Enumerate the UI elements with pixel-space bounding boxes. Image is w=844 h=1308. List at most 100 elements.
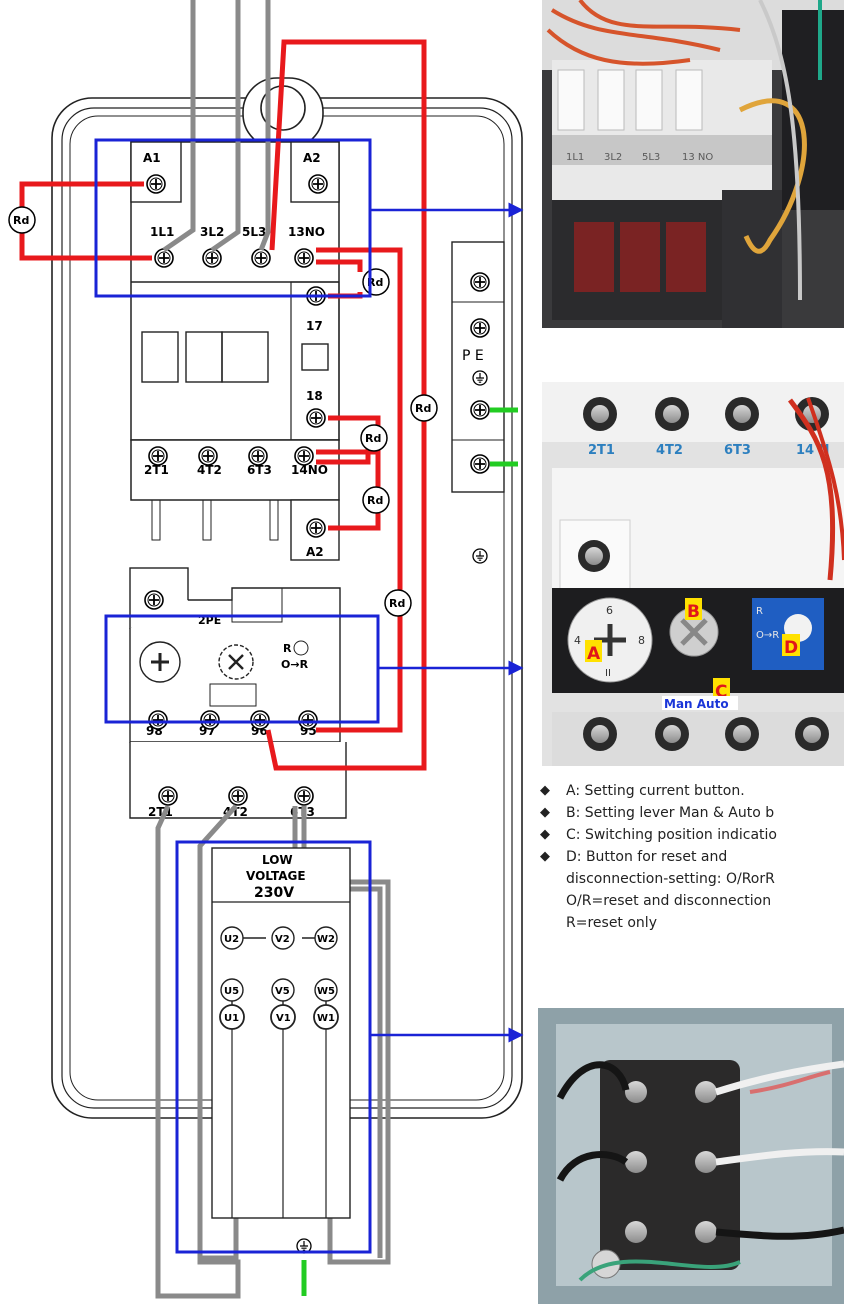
- photo-marker-a: A: [585, 640, 602, 664]
- note-d-text: D: Button for reset and: [566, 849, 728, 865]
- rd-resistor-icon: Rd: [362, 486, 390, 514]
- note-b: ◆B: Setting lever Man & Auto b: [540, 802, 844, 824]
- motor-terminal-w1: W1: [313, 1004, 339, 1030]
- diamond-bullet-icon: ◆: [540, 783, 550, 798]
- svg-text:B: B: [687, 602, 700, 622]
- terminal-label-a1: A1: [143, 151, 161, 165]
- terminal-label-17: 17: [306, 319, 323, 333]
- motor-terminal-v1: V1: [270, 1004, 296, 1030]
- svg-text:D: D: [784, 638, 798, 658]
- contactor: A1 A2 1L1 3L2 5L3 13NO 17 18 2T1 4T2 6T3…: [130, 141, 340, 561]
- svg-text:U1: U1: [224, 1013, 239, 1024]
- note-a: ◆ A: Setting current button.: [540, 780, 844, 802]
- photo-label-4t2: 4T2: [656, 443, 683, 458]
- motor-line3: 230V: [254, 885, 294, 901]
- motor-line2: VOLTAGE: [246, 869, 306, 883]
- photo-marker-b: B: [685, 598, 702, 622]
- rd-resistor-icon: Rd: [410, 394, 438, 422]
- photo-label-2t1: 2T1: [588, 443, 615, 458]
- diamond-bullet-icon: ◆: [540, 849, 550, 864]
- pe-label: P E: [462, 348, 484, 364]
- terminal-label-13no: 13NO: [288, 225, 325, 239]
- reset-r-label: R: [283, 642, 292, 655]
- ground-symbol-icon: [296, 1238, 312, 1254]
- svg-text:R: R: [756, 606, 763, 617]
- motor-terminal-u5: U5: [220, 978, 244, 1002]
- svg-text:8: 8: [638, 634, 645, 647]
- svg-text:Rd: Rd: [389, 597, 405, 610]
- reset-or-label: O→R: [281, 658, 309, 671]
- overload-relay: 2PE R O→R 98 97 96 95 2T1 4T2 6T3: [129, 567, 347, 819]
- photo-man-auto-lever: [669, 607, 719, 657]
- svg-text:W2: W2: [317, 934, 335, 945]
- svg-text:U5: U5: [224, 986, 239, 997]
- rd-markers: Rd Rd Rd Rd Rd Rd: [8, 206, 438, 617]
- current-setting-dial-icon: [139, 641, 181, 683]
- motor-terminal-w5: W5: [314, 978, 338, 1002]
- terminal-label-2t1: 2T1: [144, 463, 169, 477]
- note-d-line4: R=reset only: [566, 915, 657, 931]
- svg-text:O→R: O→R: [756, 630, 779, 641]
- motor-terminal-w2: W2: [314, 926, 338, 950]
- photo-marker-d: D: [782, 634, 800, 658]
- note-d-line2: disconnection-setting: O/RorR: [566, 871, 775, 887]
- svg-text:V2: V2: [275, 934, 290, 945]
- terminal-label-14no: 14NO: [291, 463, 328, 477]
- callout-arrows: [370, 202, 524, 1043]
- photo-current-dial: 6 8 4 II: [567, 597, 653, 683]
- photo-label-3l2: 3L2: [604, 152, 622, 163]
- photo-motor-terminal-box: [538, 1008, 844, 1304]
- note-c: ◆ C: Switching position indicatio: [540, 824, 844, 846]
- terminal-label-3l2: 3L2: [200, 225, 224, 239]
- terminal-label-a2-top: A2: [303, 151, 321, 165]
- svg-text:V5: V5: [275, 986, 290, 997]
- rd-resistor-icon: Rd: [384, 589, 412, 617]
- svg-text:A: A: [587, 644, 601, 664]
- man-auto-label: Man Auto: [664, 697, 729, 711]
- photo-terminal-studs: [591, 1081, 717, 1279]
- photo-label-1l1: 1L1: [566, 152, 584, 163]
- diamond-bullet-icon: ◆: [540, 827, 550, 842]
- note-d: ◆ D: Button for reset and: [540, 846, 844, 868]
- rd-resistor-icon: Rd: [8, 206, 36, 234]
- terminal-label-18: 18: [306, 389, 323, 403]
- svg-text:W5: W5: [317, 986, 335, 997]
- svg-text:Rd: Rd: [367, 494, 383, 507]
- motor-terminal-u2: U2: [220, 926, 244, 950]
- terminal-label-5l3: 5L3: [242, 225, 266, 239]
- svg-text:4: 4: [574, 634, 581, 647]
- note-c-text: C: Switching position indicatio: [566, 827, 777, 843]
- note-a-text: A: Setting current button.: [566, 783, 745, 799]
- svg-text:V1: V1: [276, 1013, 291, 1024]
- ground-symbol-icon: [472, 370, 488, 386]
- photo-label-13no: 13 NO: [682, 152, 713, 163]
- ground-wires: [301, 407, 518, 1296]
- motor-line1: LOW: [262, 853, 293, 867]
- motor-terminal-v2: V2: [271, 926, 295, 950]
- svg-text:U2: U2: [224, 934, 239, 945]
- motor-terminal-v5: V5: [271, 978, 295, 1002]
- svg-text:II: II: [605, 668, 611, 679]
- note-b-text: B: Setting lever Man & Auto b: [566, 805, 775, 821]
- photo-contactor: 1L1 3L2 5L3 13 NO: [542, 0, 844, 328]
- svg-text:W1: W1: [317, 1013, 335, 1024]
- svg-text:Rd: Rd: [365, 432, 381, 445]
- man-auto-lever-icon: [218, 644, 254, 680]
- ground-symbol-icon: [472, 548, 488, 564]
- terminal-label-a2-bottom: A2: [306, 545, 324, 559]
- svg-text:Rd: Rd: [13, 214, 29, 227]
- terminal-label-1l1: 1L1: [150, 225, 174, 239]
- svg-text:Rd: Rd: [415, 402, 431, 415]
- motor-terminal-box: LOW VOLTAGE 230V U2 V2 W2 U5 V5 W5 U1 V1…: [211, 847, 351, 1254]
- motor-terminal-u1: U1: [219, 1004, 245, 1030]
- relay-notes: ◆A: Setting current button. ◆B: Setting …: [540, 780, 844, 934]
- terminal-label-6t3: 6T3: [247, 463, 272, 477]
- photo-label-6t3: 6T3: [724, 443, 751, 458]
- note-d-line3: O/R=reset and disconnection: [566, 893, 772, 909]
- svg-text:6: 6: [606, 604, 613, 617]
- terminal-label-4t2: 4T2: [197, 463, 222, 477]
- photo-screw-row-bottom: [583, 717, 829, 751]
- rd-resistor-icon: Rd: [360, 424, 388, 452]
